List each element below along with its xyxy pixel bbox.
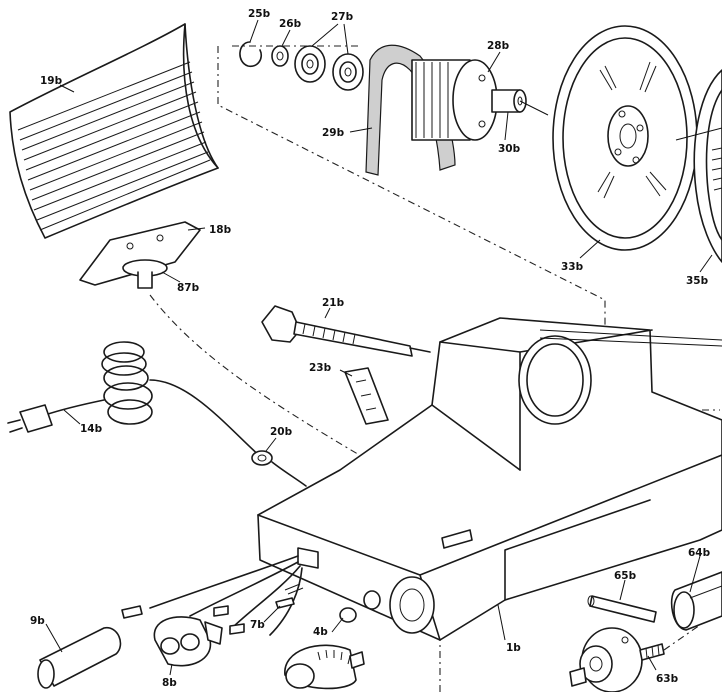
label-63b: 63b	[656, 673, 679, 685]
part-33b-blade	[552, 25, 698, 251]
part-4b-knob	[339, 590, 381, 623]
label-18b: 18b	[209, 224, 232, 236]
label-27b: 27b	[331, 11, 354, 23]
leader-lines	[45, 19, 713, 676]
label-64b: 64b	[688, 547, 711, 559]
part-23b-bracket-plate	[344, 367, 389, 425]
part-8b-switch	[153, 616, 223, 667]
label-29b: 29b	[322, 127, 345, 139]
label-30b: 30b	[498, 143, 521, 155]
part-1b-main-housing	[257, 317, 722, 641]
label-4b: 4b	[313, 626, 328, 638]
part-21b-knob-screw	[261, 305, 431, 357]
part-14b-power-cord	[7, 341, 263, 459]
part-19b-blade-guard	[9, 23, 219, 239]
thickness-dial	[284, 644, 365, 690]
label-87b: 87b	[177, 282, 200, 294]
label-33b: 33b	[561, 261, 584, 273]
label-8b: 8b	[162, 677, 177, 689]
label-23b: 23b	[309, 362, 332, 374]
label-14b: 14b	[80, 423, 103, 435]
part-35b-disk	[675, 69, 722, 263]
part-26b-washer	[271, 45, 289, 67]
part-18b-mounting-plate	[79, 221, 201, 286]
part-27b-bearing-right	[332, 53, 364, 91]
label-7b: 7b	[250, 619, 265, 631]
part-27b-bearing-left	[294, 45, 326, 83]
label-28b: 28b	[487, 40, 510, 52]
part-20b-grommet	[251, 450, 307, 487]
label-26b: 26b	[279, 18, 302, 30]
part-25b-circlip	[239, 41, 263, 68]
part-87b-knob	[122, 259, 168, 289]
label-21b: 21b	[322, 297, 345, 309]
part-64b-roller	[670, 571, 722, 631]
label-35b: 35b	[686, 275, 709, 287]
part-28b-pulley	[411, 59, 498, 141]
label-25b: 25b	[248, 8, 271, 20]
part-30b-shaft	[491, 89, 549, 116]
part-63b-pulley	[569, 624, 701, 692]
part-65b-rod	[587, 595, 657, 623]
label-20b: 20b	[270, 426, 293, 438]
wiring-harness	[121, 555, 303, 636]
part-9b-capacitor	[37, 627, 122, 689]
label-65b: 65b	[614, 570, 637, 582]
label-19b: 19b	[40, 75, 63, 87]
part-labels: 25b 26b 27b 28b 19b 29b 30b 18b 87b 33b …	[30, 8, 711, 689]
label-9b: 9b	[30, 615, 45, 627]
label-1b: 1b	[506, 642, 521, 654]
part-7b-clip	[275, 583, 304, 609]
